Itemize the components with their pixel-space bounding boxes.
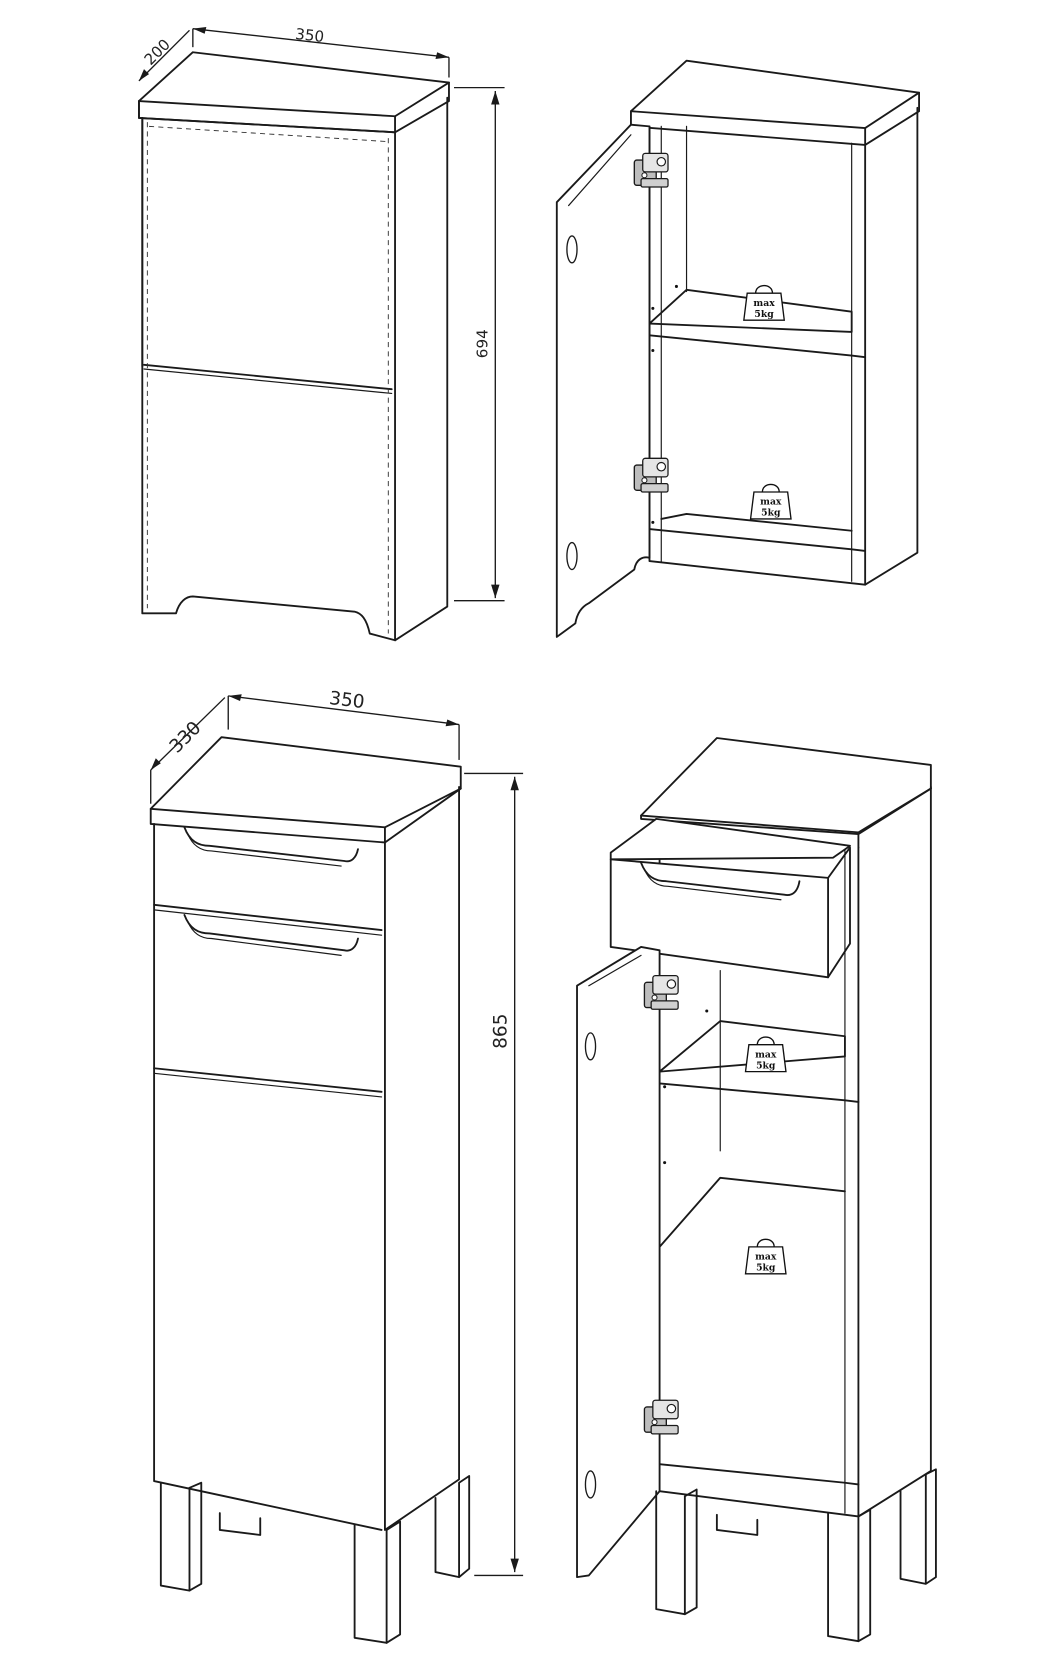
load-label-max: max	[755, 1252, 777, 1263]
floor-cabinet-height-label: 865	[490, 1014, 511, 1049]
load-label-weight: 5kg	[754, 309, 774, 320]
load-label-max: max	[755, 1049, 777, 1060]
floor-cabinet-closed-view	[149, 736, 471, 1644]
wall-cabinet-depth-label: 200	[141, 35, 174, 68]
wall-cabinet-upper-shelf-load-icon: max 5kg	[743, 284, 785, 321]
load-label-weight: 5kg	[756, 1060, 776, 1071]
wall-cabinet-width-label: 350	[294, 25, 325, 46]
floor-cabinet-upper-shelf-load-icon: max 5kg	[744, 1036, 787, 1073]
wall-cabinet-bottom-shelf-load-icon: max 5kg	[749, 483, 792, 520]
load-label-weight: 5kg	[761, 508, 781, 519]
wall-cabinet-closed-view	[138, 51, 450, 642]
floor-cabinet-width-label: 350	[328, 688, 366, 713]
wall-cabinet-height-label: 694	[474, 329, 492, 358]
floor-cabinet-depth-label: 330	[166, 718, 206, 758]
floor-cabinet-dimension-lines	[150, 694, 524, 1577]
load-label-max: max	[753, 298, 775, 309]
floor-cabinet-bottom-shelf-load-icon: max 5kg	[744, 1238, 787, 1275]
load-label-max: max	[760, 497, 782, 508]
wall-cabinet-dimension-lines	[138, 26, 505, 602]
wall-cabinet-open-view	[555, 59, 920, 638]
load-label-weight: 5kg	[756, 1262, 776, 1273]
floor-cabinet-open-view	[576, 737, 937, 1643]
